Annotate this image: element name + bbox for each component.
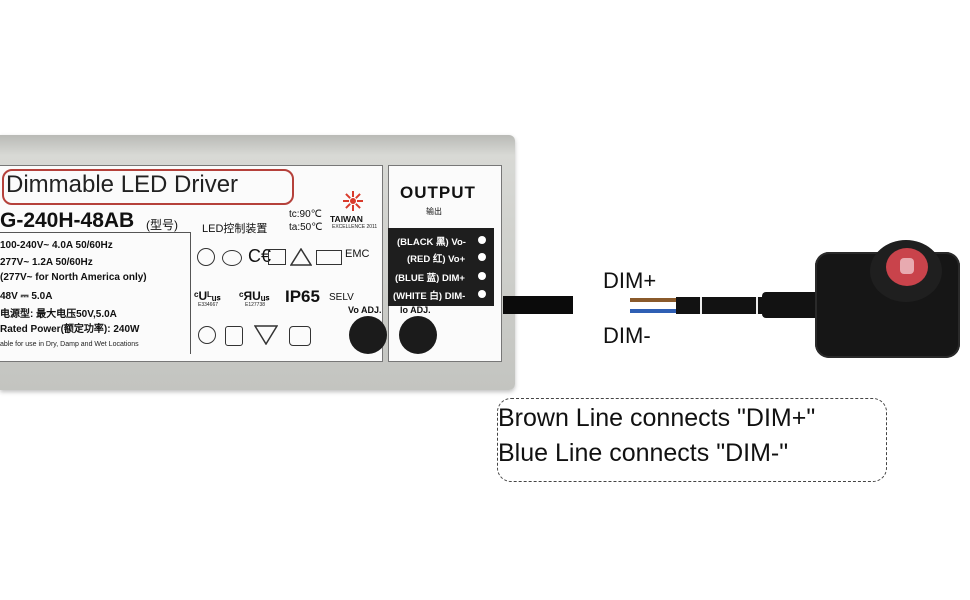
- lamp-icon: [289, 326, 311, 346]
- dim-plus-label: DIM+: [603, 268, 657, 293]
- ul-recognized-icon: ᶜЯUᵤₛ: [239, 289, 270, 303]
- knob-indicator: [900, 258, 914, 274]
- brown-wire: [630, 298, 678, 302]
- model-number: G-240H-48AB: [0, 209, 135, 232]
- cable-marker: [756, 297, 758, 314]
- temperature-triangle-icon: [254, 325, 278, 345]
- wiring-note-line: Blue Line connects "DIM-": [498, 439, 789, 467]
- blue-wire: [630, 309, 678, 313]
- wire-label-black: (BLACK 黑) Vo-: [397, 237, 466, 248]
- output-heading: OUTPUT: [400, 183, 476, 202]
- certification-icon: [197, 248, 215, 266]
- input-spec-line: (277V~ for North America only): [0, 272, 147, 283]
- wire-dot: [478, 272, 486, 280]
- location-rating: able for use in Dry, Damp and Wet Locati…: [0, 341, 139, 348]
- shield-icon: [225, 326, 243, 346]
- certification-icon: [222, 250, 242, 266]
- driver-title: Dimmable LED Driver: [6, 171, 239, 198]
- led-device-text: LED控制装置: [202, 223, 268, 235]
- wire-label-red: (RED 红) Vo+: [407, 254, 466, 265]
- model-suffix: (型号): [146, 218, 178, 232]
- wire-label-blue: (BLUE 蓝) DIM+: [395, 273, 465, 284]
- input-spec-line: 100-240V~ 4.0A 50/60Hz: [0, 240, 113, 251]
- taiwan-excellence-logo: [343, 191, 363, 211]
- rated-power: Rated Power(额定功率): 240W: [0, 324, 140, 335]
- tc-rating: tc:90℃: [289, 209, 322, 220]
- wire-dot: [478, 253, 486, 261]
- title-box: [2, 169, 294, 205]
- output-spec-line: 48V ⎓ 5.0A: [0, 291, 53, 302]
- selv-mark: SELV: [329, 292, 354, 303]
- brand-subtitle: EXCELLENCE 2011: [332, 224, 378, 230]
- ce-mark-icon: C€: [248, 246, 272, 266]
- ul-cert-number: E334667: [198, 302, 219, 308]
- cable-marker: [700, 297, 702, 314]
- input-spec-line: 277V~ 1.2A 50/60Hz: [0, 257, 93, 268]
- ta-rating: ta:50℃: [289, 222, 323, 233]
- io-adj-label: Io ADJ.: [400, 305, 431, 315]
- ip-rating: IP65: [285, 287, 320, 306]
- wire-dot: [478, 236, 486, 244]
- label-divider: [0, 232, 190, 233]
- driver-spec-label: [0, 165, 383, 362]
- output-spec-cn: 电源型: 最大电压50V,5.0A: [0, 309, 117, 320]
- ul-cert-number: E127738: [245, 302, 266, 308]
- output-heading-cn: 输出: [426, 207, 442, 216]
- wire-dot: [478, 290, 486, 298]
- dim-minus-label: DIM-: [603, 323, 651, 348]
- vo-adj-label: Vo ADJ.: [348, 305, 382, 315]
- certification-icon: [268, 249, 286, 265]
- ul-mark-icon: ᶜUᴸᵤₛ: [194, 289, 221, 303]
- brand-name: TAIWAN: [330, 214, 363, 224]
- vo-adj-knob[interactable]: [349, 316, 387, 354]
- warning-triangle-icon: [290, 248, 312, 266]
- label-divider: [190, 232, 191, 354]
- wire-label-white: (WHITE 白) DIM-: [393, 291, 466, 302]
- energy-class-icon: [198, 326, 216, 344]
- certification-icon: [316, 250, 342, 265]
- wiring-note-box: [497, 398, 887, 482]
- wiring-note-line: Brown Line connects "DIM+": [498, 404, 816, 432]
- output-cable: [503, 296, 573, 314]
- io-adj-knob[interactable]: [399, 316, 437, 354]
- emc-icon: EMC: [345, 248, 370, 260]
- dimmer-cable: [676, 297, 766, 314]
- output-wire-table: [388, 228, 494, 306]
